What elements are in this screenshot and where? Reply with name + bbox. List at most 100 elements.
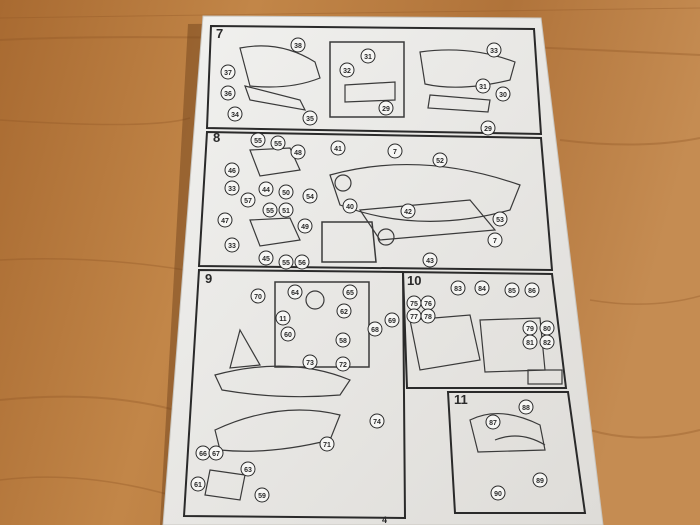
part-number: 57 (244, 198, 252, 205)
part-callout-circle (532, 472, 548, 488)
part-number: 83 (454, 286, 462, 293)
part-number: 81 (526, 340, 534, 347)
part-number: 86 (528, 288, 536, 295)
part-number: 7 (493, 238, 497, 245)
part-number: 45 (262, 256, 270, 263)
part-callout-circle (278, 254, 294, 270)
part-number: 53 (496, 217, 504, 224)
part-callout-circle (278, 202, 294, 218)
part-number: 55 (254, 138, 262, 145)
part-callout-circle (208, 445, 224, 461)
step-number-10: 10 (407, 273, 421, 288)
part-callout-circle (258, 250, 274, 266)
part-number: 63 (244, 467, 252, 474)
part-callout-circle (262, 202, 278, 218)
part-number: 54 (306, 194, 314, 201)
panel-step-11 (446, 391, 587, 514)
part-number: 64 (291, 290, 299, 297)
part-callout-circle (450, 280, 466, 296)
part-callout-circle (294, 254, 310, 270)
part-callout-circle (518, 399, 534, 415)
part-number: 68 (371, 327, 379, 334)
part-number: 65 (346, 290, 354, 297)
part-number: 34 (231, 112, 239, 119)
wood-grain (0, 7, 700, 496)
part-callout-circle (342, 198, 358, 214)
part-number: 31 (364, 54, 372, 61)
part-number: 32 (343, 68, 351, 75)
panel-step-9 (182, 268, 407, 520)
step-tags: 7 8 9 10 11 (205, 26, 468, 407)
part-number: 76 (424, 301, 432, 308)
part-number: 61 (194, 482, 202, 489)
part-callout-circle (270, 135, 286, 151)
part-number: 70 (254, 294, 262, 301)
part-number: 46 (228, 168, 236, 175)
page-number: 4 (382, 515, 387, 525)
part-callout-circle (224, 237, 240, 253)
part-callout-circle (224, 162, 240, 178)
step-number-9: 9 (205, 271, 212, 286)
part-callout-circle (378, 100, 394, 116)
part-number: 41 (334, 146, 342, 153)
part-callout-circle (335, 332, 351, 348)
part-callout-circle (360, 48, 376, 64)
part-number: 40 (346, 204, 354, 211)
part-callout-circle (432, 152, 448, 168)
part-callout-circle (240, 192, 256, 208)
part-number: 42 (404, 209, 412, 216)
part-callout-circle (335, 356, 351, 372)
part-callout-circle (224, 180, 240, 196)
part-number: 73 (306, 360, 314, 367)
part-number: 69 (388, 318, 396, 325)
part-callout-circle (290, 144, 306, 160)
part-callout-circle (254, 487, 270, 503)
part-number: 51 (282, 208, 290, 215)
part-number: 29 (382, 106, 390, 113)
part-number: 30 (499, 92, 507, 99)
part-number: 72 (339, 362, 347, 369)
part-callout-circle (490, 485, 506, 501)
part-number: 89 (536, 478, 544, 485)
part-callout-circle (539, 334, 555, 350)
part-number: 74 (373, 419, 381, 426)
part-number: 11 (279, 316, 287, 323)
part-number: 62 (340, 309, 348, 316)
part-number: 75 (410, 301, 418, 308)
panel-frames (182, 24, 587, 520)
part-number: 33 (228, 186, 236, 193)
part-number: 56 (298, 260, 306, 267)
part-number: 59 (258, 493, 266, 500)
part-callout-circle (190, 476, 206, 492)
part-callout-circle (400, 203, 416, 219)
part-callout-circle (504, 282, 520, 298)
step-number-11: 11 (454, 392, 468, 407)
part-number: 33 (228, 243, 236, 250)
part-number: 71 (323, 442, 331, 449)
part-number: 29 (484, 126, 492, 133)
part-callout-circle (217, 212, 233, 228)
part-number: 49 (301, 224, 309, 231)
part-callout-circle (275, 310, 291, 326)
part-number: 60 (284, 332, 292, 339)
part-number: 7 (393, 149, 397, 156)
part-number: 44 (262, 187, 270, 194)
part-callout-circle (480, 120, 496, 136)
part-number: 58 (339, 338, 347, 345)
part-callout-circle (339, 62, 355, 78)
part-number: 47 (221, 218, 229, 225)
part-callout-circle (487, 232, 503, 248)
part-number: 84 (478, 286, 486, 293)
part-number: 82 (543, 340, 551, 347)
part-callout-circle (524, 282, 540, 298)
part-number: 67 (212, 451, 220, 458)
part-callout-circle (475, 78, 491, 94)
part-number: 85 (508, 288, 516, 295)
part-callout-circle (522, 334, 538, 350)
part-number: 87 (489, 420, 497, 427)
part-callout-circle (250, 288, 266, 304)
part-callout-circle (250, 132, 266, 148)
part-callout-circle (297, 218, 313, 234)
part-number: 52 (436, 158, 444, 165)
